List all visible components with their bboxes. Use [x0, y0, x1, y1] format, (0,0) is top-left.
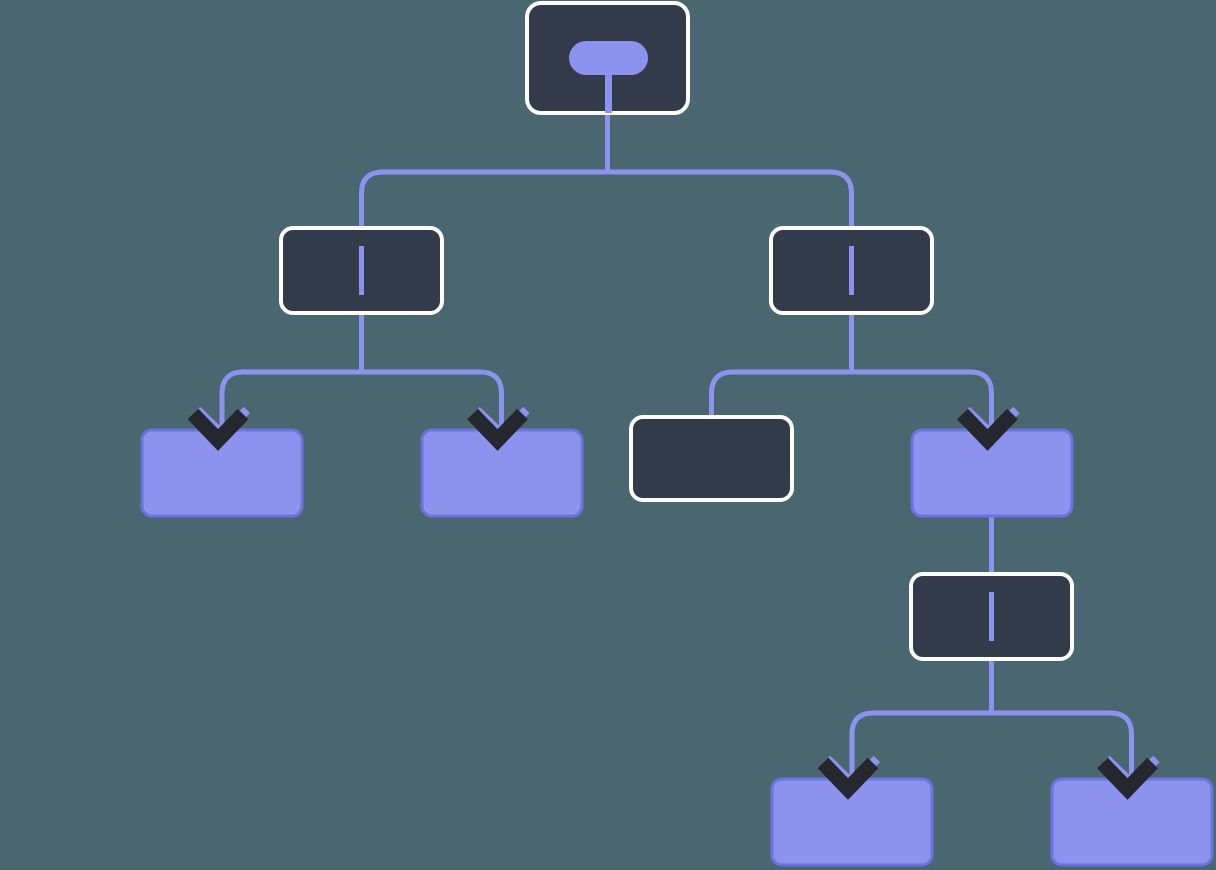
edge-branch-left-to-leaf-b-arrowhead: [467, 406, 530, 451]
root-node-pill-icon: [569, 41, 648, 75]
arrowheads-layer: [187, 406, 1160, 800]
edge-branch-left-to-leaf-a[interactable]: [219, 369, 362, 432]
branch-node-left[interactable]: [279, 226, 444, 315]
edge-branch-right-to-leaf-c-arrowhead-main: [957, 408, 1018, 451]
edge-branch-deep-to-leaf-e-arrowhead-main: [1097, 757, 1158, 800]
edge-branch-right-to-leaf-c-arrowhead: [957, 406, 1020, 451]
edge-branch-deep-to-leaf-d-arrowhead-main: [817, 757, 879, 800]
edge-branch-left-to-leaf-b-arrowhead-main: [467, 408, 528, 451]
edge-branch-right-to-terminal-dark[interactable]: [709, 369, 852, 419]
edge-branch-deep-to-leaf-d-arrowhead: [817, 755, 881, 800]
branch-node-right[interactable]: [769, 226, 934, 315]
edge-branch-right-to-leaf-c[interactable]: [851, 369, 994, 432]
edge-branch-deep-to-leaf-e[interactable]: [991, 710, 1134, 781]
root-node[interactable]: [525, 1, 690, 115]
edge-branch-deep-to-leaf-d[interactable]: [849, 710, 992, 781]
branch-node-deep[interactable]: [909, 572, 1074, 661]
edge-branch-left-to-leaf-b[interactable]: [361, 369, 504, 432]
root-node-pill-stem: [605, 74, 612, 113]
edge-branch-left-to-leaf-a-arrowhead-main: [187, 408, 249, 451]
nodes-layer: [140, 1, 1214, 867]
edge-root-to-branch-right[interactable]: [607, 169, 854, 228]
terminal-node-dark-body[interactable]: [629, 415, 794, 502]
edge-root-to-branch-left[interactable]: [359, 169, 608, 228]
terminal-node-dark[interactable]: [629, 415, 794, 502]
edge-branch-deep-to-leaf-e-arrowhead: [1097, 755, 1160, 800]
edge-branch-left-to-leaf-a-arrowhead: [187, 406, 251, 451]
